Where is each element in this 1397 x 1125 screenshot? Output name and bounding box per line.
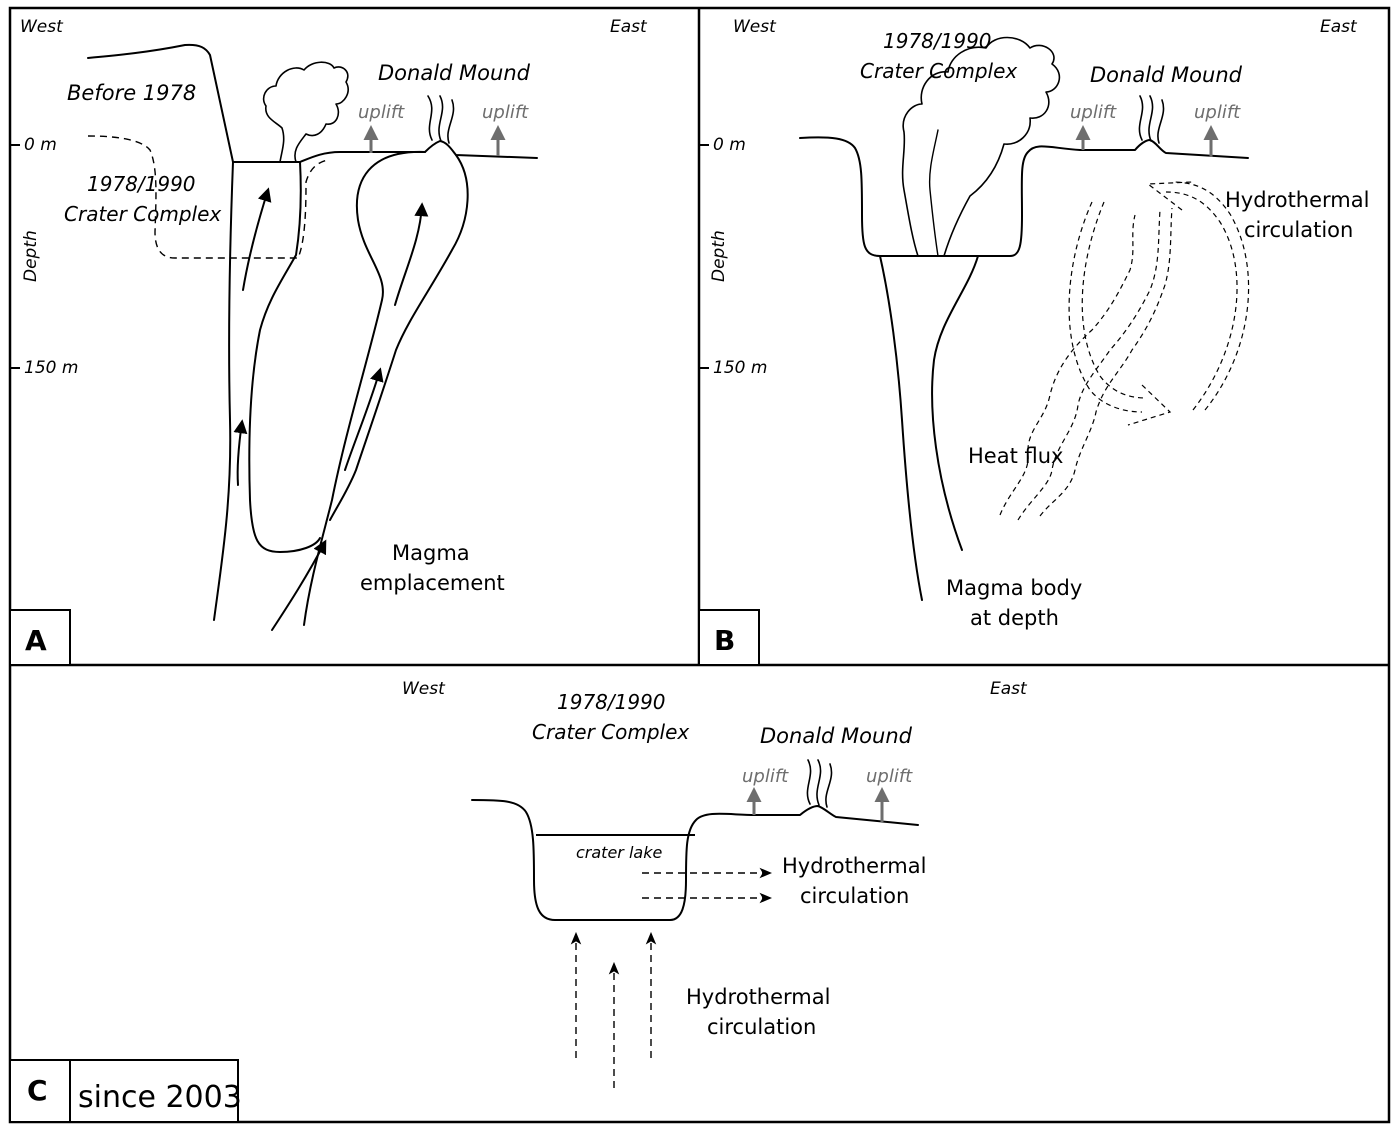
panel-b-crater-complex-line2: Crater Complex <box>860 59 1017 83</box>
panel-a-crater-complex-line2: Crater Complex <box>64 202 221 226</box>
panel-b-hydro-arrow-right-head <box>1148 182 1192 210</box>
panel-c-west-label: West <box>402 679 446 699</box>
panel-b-uplift-left: uplift <box>1070 102 1117 123</box>
panel-a-dashed-crater-outline <box>88 136 328 258</box>
panel-c-fumarole-wisps <box>807 760 831 807</box>
panel-b-hydro-arrow-left-outer <box>1069 202 1142 412</box>
panel-c-crater-lake: crater lake <box>576 843 662 862</box>
panel-c-uplift-right: uplift <box>866 766 913 787</box>
panel-a-letter: A <box>25 624 47 657</box>
panel-c-east-label: East <box>990 679 1028 699</box>
panel-a-east-label: East <box>610 17 648 37</box>
panel-b-heat-flux-line-1 <box>1000 215 1135 515</box>
panel-c-donald-mound: Donald Mound <box>760 724 913 748</box>
panel-a-depth-label: Depth <box>21 230 41 282</box>
panel-c-hydro-below-line2: circulation <box>707 1015 816 1039</box>
panel-b-east-label: East <box>1320 17 1358 37</box>
panel-a: A West East Depth 0 m 150 m Before 1978 … <box>10 17 648 665</box>
panel-a-west-label: West <box>20 17 64 37</box>
panel-c-crater-complex-line2: Crater Complex <box>532 720 689 744</box>
panel-b-ground-and-crater <box>800 137 1248 256</box>
panel-b-depth-0: 0 m <box>713 135 746 155</box>
panel-a-donald-mound: Donald Mound <box>378 61 531 85</box>
panel-a-fumarole-wisps <box>428 96 454 143</box>
panel-b-hydro-arrow-right-inner <box>1172 182 1249 410</box>
panel-a-magma-line1: Magma <box>392 541 470 565</box>
panel-a-eruption-plume <box>264 62 348 162</box>
panel-a-magma-line2: emplacement <box>360 571 505 595</box>
panel-b-west-label: West <box>733 17 777 37</box>
panel-b-uplift-right: uplift <box>1194 102 1241 123</box>
panel-c-since: since 2003 <box>78 1080 242 1115</box>
panel-b-fumarole-wisps <box>1139 96 1163 143</box>
panel-b-depth-150: 150 m <box>713 358 767 378</box>
panel-b-magma-line1: Magma body <box>946 576 1082 600</box>
panel-c-hydro-side-line1: Hydrothermal <box>782 854 926 878</box>
panel-b-depth-label: Depth <box>709 230 729 282</box>
panel-b-hydro-line2: circulation <box>1244 218 1353 242</box>
panel-frames <box>10 8 1389 1122</box>
panel-b-magma-body-east-wall <box>932 256 978 550</box>
panel-c-crater-complex-line1: 1978/1990 <box>557 690 666 714</box>
panel-a-flow-arrow-5 <box>272 542 325 630</box>
panel-a-uplift-right: uplift <box>482 102 529 123</box>
panel-b-heat-flux-line-2 <box>1018 210 1160 520</box>
panel-b-heat-flux: Heat flux <box>968 444 1063 468</box>
panel-b-letter: B <box>714 624 735 657</box>
panel-a-flow-arrow-3 <box>395 205 422 305</box>
panel-a-flow-arrow-2 <box>238 422 242 485</box>
panel-c-uplift-left: uplift <box>742 766 789 787</box>
panel-a-before-1978: Before 1978 <box>67 81 196 105</box>
panel-b-donald-mound: Donald Mound <box>1090 63 1243 87</box>
panel-a-depth-150: 150 m <box>24 358 78 378</box>
panel-a-flow-arrow-1 <box>243 190 268 290</box>
panel-a-right-conduit-inner <box>330 155 468 520</box>
panel-b-magma-line2: at depth <box>970 606 1059 630</box>
panel-b-plume-inner-line <box>930 130 938 256</box>
panel-a-left-conduit-west-wall <box>214 162 233 620</box>
panel-a-crater-complex-line1: 1978/1990 <box>87 172 196 196</box>
panel-c-hydro-below-line1: Hydrothermal <box>686 985 830 1009</box>
panel-b-crater-complex-line1: 1978/1990 <box>883 29 992 53</box>
panel-c-hydro-side-line2: circulation <box>800 884 909 908</box>
panel-c: C since 2003 West East 1978/1990 Crater … <box>10 679 1028 1122</box>
panel-c-letter: C <box>27 1074 48 1107</box>
panel-b-hydro-arrow-left-head <box>1128 385 1170 425</box>
panel-b-hydro-line1: Hydrothermal <box>1225 188 1369 212</box>
panel-b-magma-body-west-wall <box>880 256 922 600</box>
panel-a-uplift-left: uplift <box>358 102 405 123</box>
panel-b-heat-flux-line-3 <box>1040 208 1172 516</box>
panel-a-depth-0: 0 m <box>24 135 57 155</box>
panel-b: B West East Depth 0 m 150 m 1978/1990 Cr… <box>699 17 1369 665</box>
